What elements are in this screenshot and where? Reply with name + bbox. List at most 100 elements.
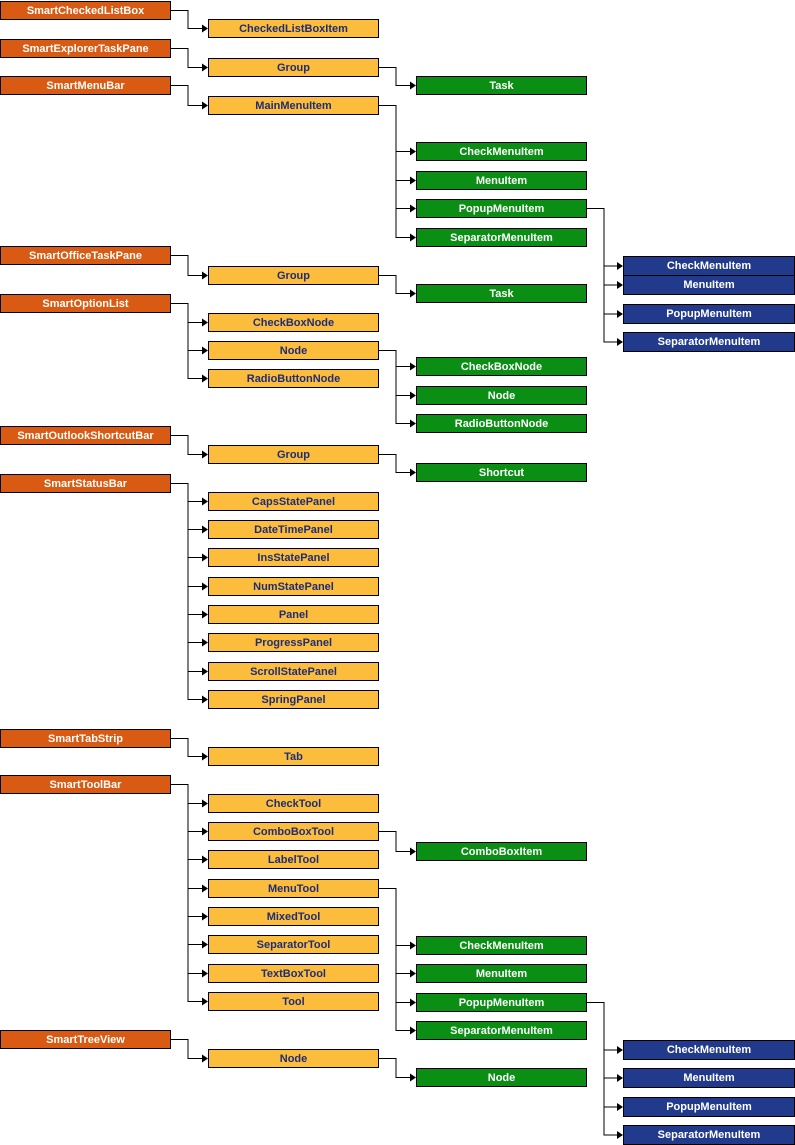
arrowhead: [202, 101, 208, 110]
arrowhead: [202, 912, 208, 921]
arrowhead: [410, 233, 416, 242]
arrowhead: [410, 847, 416, 856]
arrowhead: [202, 638, 208, 647]
connector-line: [171, 10, 202, 29]
connector-line: [379, 67, 410, 86]
node-box: ComboBoxItem: [416, 842, 587, 861]
arrowhead: [202, 940, 208, 949]
connector-line: [379, 888, 410, 946]
arrowhead: [202, 752, 208, 761]
connector-line: [171, 303, 202, 379]
node-box: CheckBoxNode: [416, 357, 587, 376]
node-box: Panel: [208, 605, 379, 624]
arrowhead: [202, 497, 208, 506]
connector-line: [171, 784, 202, 917]
connector-line: [171, 483, 202, 643]
connector-line: [171, 483, 202, 700]
node-box: ProgressPanel: [208, 633, 379, 652]
arrowhead: [202, 525, 208, 534]
connector-line: [171, 784, 202, 974]
node-box: MenuItem: [416, 964, 587, 983]
arrowhead: [410, 969, 416, 978]
arrowhead: [617, 1046, 623, 1054]
node-box: MenuTool: [208, 879, 379, 898]
node-box: Node: [208, 341, 379, 360]
arrowhead: [202, 24, 208, 33]
arrowhead: [202, 884, 208, 893]
node-box: RadioButtonNode: [416, 414, 587, 433]
arrowhead: [617, 1074, 623, 1082]
arrowhead: [202, 582, 208, 591]
node-box: SmartOfficeTaskPane: [0, 246, 171, 265]
node-box: SmartCheckedListBox: [0, 1, 171, 20]
connector-line: [171, 483, 202, 587]
node-box: MenuItem: [416, 171, 587, 190]
node-box: SmartStatusBar: [0, 474, 171, 493]
node-box: Node: [208, 1049, 379, 1068]
arrowhead: [202, 969, 208, 978]
node-box: Tool: [208, 992, 379, 1011]
node-box: InsStatePanel: [208, 548, 379, 567]
connector-line: [379, 350, 410, 367]
node-box: PopupMenuItem: [623, 1097, 795, 1117]
arrowhead: [410, 941, 416, 950]
arrowhead: [202, 374, 208, 383]
node-box: Tab: [208, 747, 379, 766]
node-box: SeparatorMenuItem: [416, 228, 587, 247]
arrowhead: [202, 855, 208, 864]
node-box: PopupMenuItem: [623, 304, 795, 324]
node-box: Node: [416, 386, 587, 405]
arrowhead: [202, 1054, 208, 1063]
node-box: CheckMenuItem: [623, 1040, 795, 1060]
node-box: SeparatorMenuItem: [623, 332, 795, 352]
arrowhead: [202, 346, 208, 355]
connector-line: [171, 303, 202, 323]
connector-line: [171, 483, 202, 502]
connector-line: [379, 350, 410, 396]
connector-line: [587, 208, 617, 343]
node-box: SmartMenuBar: [0, 76, 171, 95]
connector-line: [171, 738, 202, 757]
node-box: CapsStatePanel: [208, 492, 379, 511]
connector-line: [171, 483, 202, 615]
arrowhead: [410, 147, 416, 156]
connector-line: [379, 888, 410, 1031]
node-box: MainMenuItem: [208, 96, 379, 115]
connector-line: [379, 454, 410, 473]
node-box: SeparatorMenuItem: [623, 1125, 795, 1145]
connector-line: [171, 483, 202, 530]
node-box: SpringPanel: [208, 690, 379, 709]
connector-line: [171, 85, 202, 106]
arrowhead: [410, 468, 416, 477]
node-box: SmartTreeView: [0, 1030, 171, 1049]
node-box: CheckedListBoxItem: [208, 19, 379, 38]
arrowhead: [410, 81, 416, 90]
node-box: CheckMenuItem: [416, 142, 587, 161]
connector-line: [171, 784, 202, 860]
node-box: SmartToolBar: [0, 775, 171, 794]
connector-line: [171, 483, 202, 672]
connector-line: [379, 275, 410, 294]
arrowhead: [202, 553, 208, 562]
node-box: Group: [208, 58, 379, 77]
connector-line: [587, 208, 617, 267]
arrowhead: [410, 289, 416, 298]
node-box: ComboBoxTool: [208, 822, 379, 841]
connector-line: [587, 1002, 617, 1079]
node-box: NumStatePanel: [208, 577, 379, 596]
arrowhead: [202, 610, 208, 619]
connector-line: [379, 831, 410, 852]
arrowhead: [410, 1026, 416, 1035]
node-box: SmartOutlookShortcutBar: [0, 426, 171, 445]
node-box: Task: [416, 76, 587, 95]
connector-line: [379, 105, 410, 238]
node-box: MenuItem: [623, 1068, 795, 1088]
connector-line: [379, 888, 410, 974]
node-box: Group: [208, 266, 379, 285]
connector-line: [587, 208, 617, 315]
arrowhead: [410, 998, 416, 1007]
connector-line: [171, 435, 202, 455]
arrowhead: [202, 799, 208, 808]
connector-line: [587, 1002, 617, 1108]
node-box: Shortcut: [416, 463, 587, 482]
